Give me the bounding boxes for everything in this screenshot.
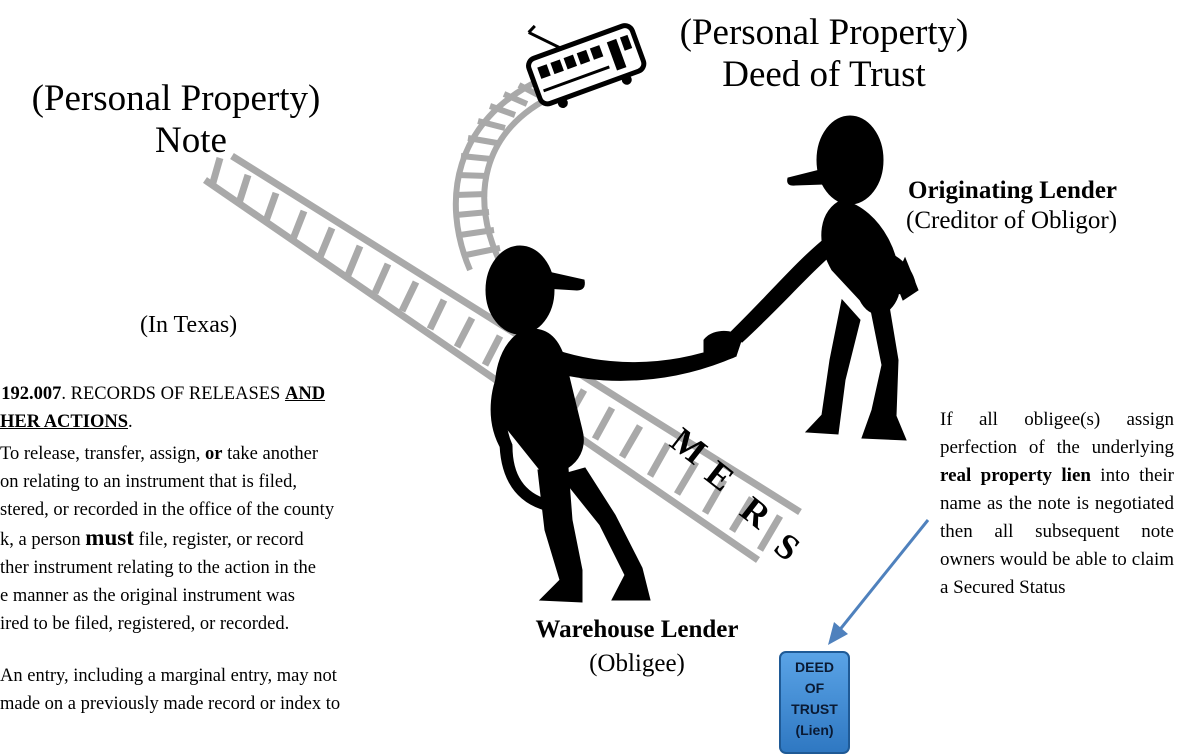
deed-box-line4: (Lien) [795, 722, 834, 738]
warehouse-lender-figure [485, 245, 743, 603]
statute-para-a: To release, transfer, assign, or take an… [0, 444, 335, 634]
deed-of-trust-box: DEED OF TRUST (Lien) [779, 651, 850, 754]
deed-title-line1: (Personal Property) [679, 12, 969, 53]
warehouse-lender-role: (Obligee) [589, 650, 685, 677]
deed-title-line2: Deed of Trust [722, 54, 926, 95]
perfection-note: If all obligee(s) assign perfection of t… [940, 409, 1174, 598]
statute-para-b: An entry, including a marginal entry, ma… [0, 666, 341, 714]
originating-lender-label: Originating Lender (Creditor of Obligor) [900, 176, 1178, 236]
warehouse-lender-name: Warehouse Lender [535, 616, 739, 643]
note-title-line2: Note [155, 120, 227, 161]
mers-letter-e: E [698, 453, 742, 499]
deed-box-line2: OF [804, 680, 825, 696]
deed-box-line1: DEED [795, 659, 834, 675]
warehouse-lender-label: Warehouse Lender (Obligee) [502, 615, 772, 679]
originating-lender-figure [730, 115, 919, 441]
deed-of-trust-title: (Personal Property) Deed of Trust [652, 12, 996, 96]
originating-lender-role: (Creditor of Obligor) [906, 207, 1118, 234]
deed-box-line3: TRUST [791, 701, 838, 717]
railroad-track-curved [452, 77, 557, 272]
statute-heading-cont: HER ACTIONS. [0, 412, 133, 432]
in-texas-label: (In Texas) [140, 312, 238, 338]
originating-lender-name: Originating Lender [908, 177, 1118, 204]
note-title: (Personal Property) Note [6, 78, 346, 162]
arrow-to-deed-box [828, 519, 930, 645]
note-title-line1: (Personal Property) [31, 78, 321, 119]
statute-heading: . 192.007. RECORDS OF RELEASES AND [0, 384, 326, 404]
trolley-icon [526, 23, 647, 109]
statute-text: . 192.007. RECORDS OF RELEASES AND HER A… [0, 380, 478, 718]
